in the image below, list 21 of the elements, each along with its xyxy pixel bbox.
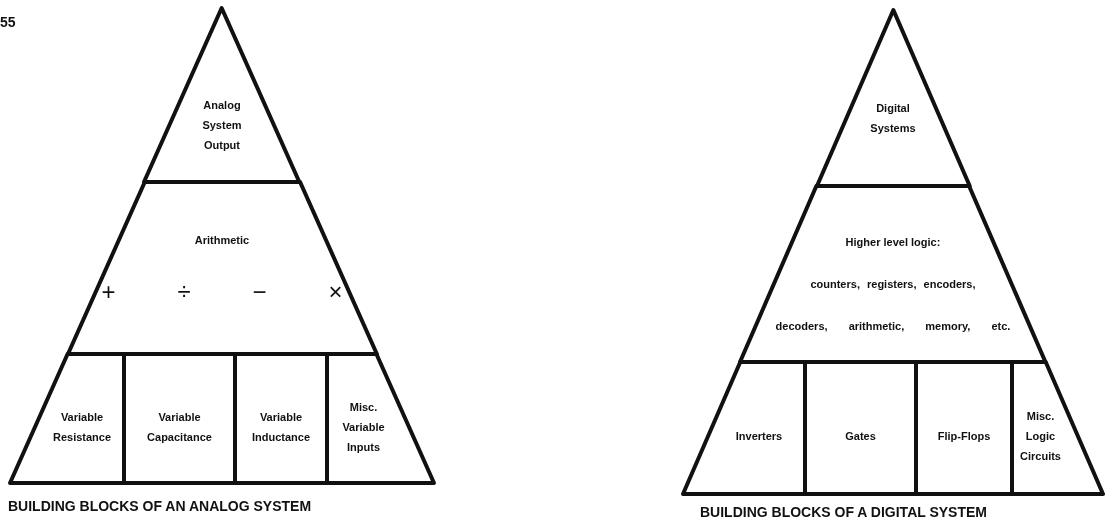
section-text: counters, registers, encoders, xyxy=(810,277,976,292)
section-text: Flip-Flops xyxy=(937,429,991,444)
section-text: Variable Capacitance xyxy=(146,409,213,445)
figure-caption: BUILDING BLOCKS OF AN ANALOG SYSTEM xyxy=(8,498,312,514)
section-text: Digital Systems xyxy=(869,101,917,136)
section-text: Variable Resistance xyxy=(51,409,113,445)
section-text: Higher level logic: xyxy=(845,235,941,250)
section-text: Misc. Logic Circuits xyxy=(1019,409,1062,464)
section-text: Arithmetic xyxy=(194,233,250,248)
operator-symbol: × xyxy=(328,278,343,306)
section-text: Misc. Variable Inputs xyxy=(341,399,386,455)
figure-number: 55 xyxy=(0,14,16,30)
figure-caption: BUILDING BLOCKS OF A DIGITAL SYSTEM xyxy=(700,504,987,520)
section-text: decoders, arithmetic, memory, etc. xyxy=(775,319,1011,334)
section-text: Gates xyxy=(845,429,876,444)
operator-symbol: ÷ xyxy=(177,278,191,306)
operator-symbol: + xyxy=(101,278,116,306)
section-text: Analog System Output xyxy=(201,98,243,153)
section-text: Variable Inductance xyxy=(250,409,312,445)
section-text: Inverters xyxy=(735,429,783,444)
operator-symbol: − xyxy=(252,278,267,306)
